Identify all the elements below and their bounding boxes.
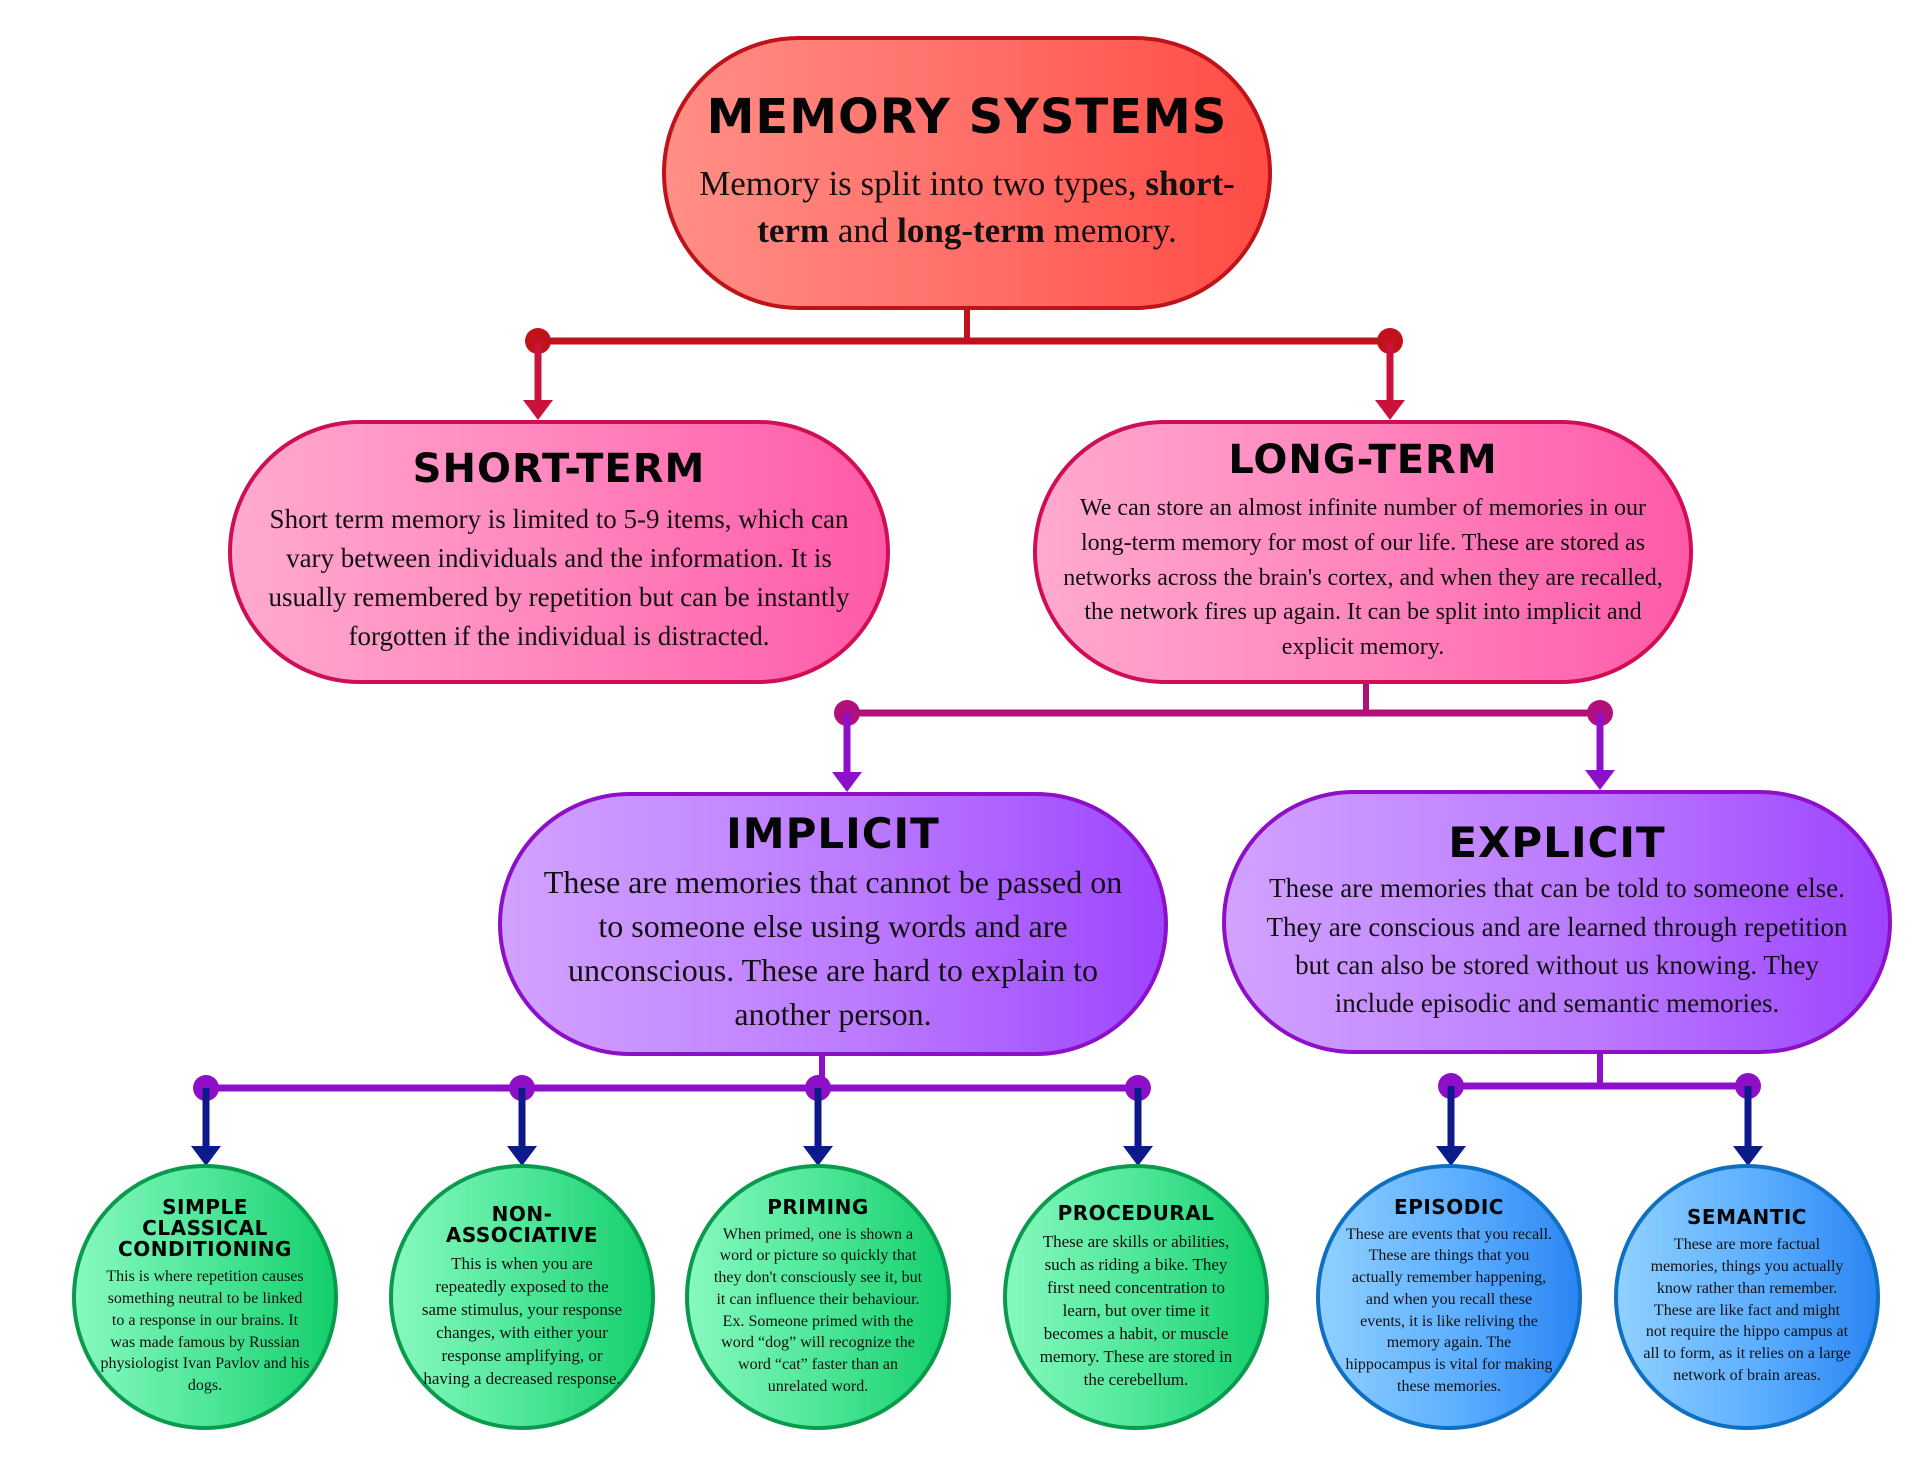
root-text-after: memory. [1044, 211, 1177, 251]
priming-title: PRIMING [767, 1194, 869, 1219]
explicit-description: These are memories that can be told to s… [1266, 873, 1848, 1019]
priming-arrow-head [803, 1146, 833, 1166]
simple-classical-arrow-head [191, 1146, 221, 1166]
explicit-node: EXPLICIT These are memories that can be … [1222, 790, 1892, 1054]
implicit-arrow-head [832, 772, 862, 792]
long-term-description: We can store an almost infinite number o… [1063, 495, 1663, 661]
root-text-before: Memory is split into two types, [699, 163, 1146, 203]
semantic-description: These are more factual memories, things … [1643, 1236, 1851, 1384]
non-associative-node: NON-ASSOCIATIVE This is when you are rep… [389, 1164, 655, 1430]
semantic-title: SEMANTIC [1687, 1205, 1807, 1230]
explicit-title: EXPLICIT [1448, 818, 1666, 868]
long-term-arrow-head [1375, 400, 1405, 420]
episodic-description: These are events that you recall. These … [1345, 1225, 1553, 1395]
implicit-node: IMPLICIT These are memories that cannot … [498, 792, 1168, 1056]
long-term-title: LONG-TERM [1228, 437, 1498, 483]
procedural-arrow-head [1123, 1146, 1153, 1166]
root-bold-short-term: short-term [757, 163, 1235, 251]
episodic-title: EPISODIC [1394, 1194, 1504, 1219]
long-term-node: LONG-TERM We can store an almost infinit… [1033, 420, 1693, 684]
priming-description: When primed, one is shown a word or pict… [713, 1225, 923, 1395]
short-term-node: SHORT-TERM Short term memory is limited … [228, 420, 890, 684]
non-associative-title: NON-ASSOCIATIVE [445, 1201, 599, 1247]
non-associative-arrow-head [507, 1146, 537, 1166]
memory-systems-node: MEMORY SYSTEMS Memory is split into two … [662, 36, 1272, 310]
short-term-title: SHORT-TERM [412, 445, 706, 492]
simple-classical-conditioning-title: SIMPLE CLASSICAL CONDITIONING [118, 1195, 292, 1262]
memory-systems-title: MEMORY SYSTEMS [706, 88, 1228, 145]
procedural-node: PROCEDURAL These are skills or abilities… [1003, 1164, 1269, 1430]
memory-systems-description: Memory is split into two types, short-te… [687, 160, 1247, 255]
simple-classical-conditioning-description: This is where repetition causes somethin… [100, 1268, 310, 1394]
non-associative-description: This is when you are repeatedly exposed … [421, 1253, 623, 1389]
episodic-arrow-head [1436, 1146, 1466, 1166]
short-term-arrow-head [523, 400, 553, 420]
short-term-description: Short term memory is limited to 5-9 item… [268, 503, 850, 652]
procedural-description: These are skills or abilities, such as r… [1039, 1231, 1233, 1390]
explicit-arrow-head [1585, 770, 1615, 790]
simple-classical-conditioning-node: SIMPLE CLASSICAL CONDITIONING This is wh… [72, 1164, 338, 1430]
root-bold-long-term: long-term [897, 211, 1045, 251]
implicit-description: These are memories that cannot be passed… [543, 863, 1123, 1033]
root-text-middle: and [829, 211, 898, 251]
semantic-arrow-head [1733, 1146, 1763, 1166]
implicit-title: IMPLICIT [726, 808, 940, 858]
episodic-node: EPISODIC These are events that you recal… [1316, 1164, 1582, 1430]
priming-node: PRIMING When primed, one is shown a word… [685, 1164, 951, 1430]
semantic-node: SEMANTIC These are more factual memories… [1614, 1164, 1880, 1430]
procedural-title: PROCEDURAL [1057, 1200, 1215, 1225]
